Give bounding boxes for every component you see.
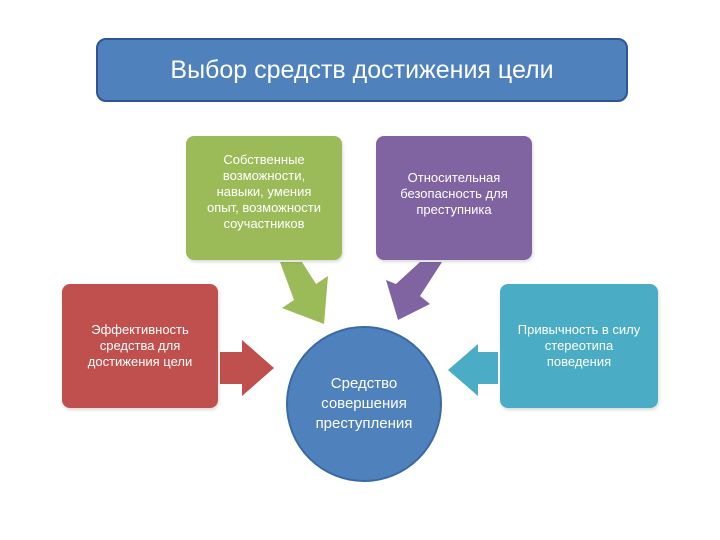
node-line: опыт, возможности	[207, 200, 321, 215]
node-line: поведения	[546, 354, 612, 369]
center-line: совершения	[321, 395, 407, 412]
node-relative-safety: Относительная безопасность для преступни…	[376, 136, 532, 260]
node-line: Эффективность	[91, 322, 189, 337]
node-line: Относительная	[407, 170, 501, 185]
node-line: достижения цели	[87, 354, 193, 369]
center-line: Средство	[330, 375, 398, 392]
node-line: возможности,	[222, 168, 306, 183]
arrow-cyan	[448, 344, 498, 396]
center-line: преступления	[315, 415, 413, 432]
node-line: безопасность для	[400, 186, 508, 201]
node-line: Собственные	[223, 152, 305, 167]
node-own-abilities: Собственные возможности, навыки, умения …	[186, 136, 342, 260]
node-line: средства для	[99, 338, 181, 353]
arrow-red	[220, 340, 274, 396]
node-effectiveness: Эффективность средства для достижения це…	[62, 284, 218, 408]
diagram-title-text: Выбор средств достижения цели	[170, 55, 554, 84]
arrow-green	[280, 262, 328, 324]
node-habit: Привычность в силу стереотипа поведения	[500, 284, 658, 408]
diagram-title: Выбор средств достижения цели	[96, 38, 628, 102]
node-line: стереотипа	[544, 338, 614, 353]
center-circle: Средство совершения преступления	[286, 326, 442, 482]
node-line: навыки, умения	[216, 184, 312, 199]
arrow-purple	[386, 262, 442, 320]
node-line: Привычность в силу	[517, 322, 641, 337]
node-line: соучастников	[223, 216, 305, 231]
node-line: преступника	[416, 202, 492, 217]
